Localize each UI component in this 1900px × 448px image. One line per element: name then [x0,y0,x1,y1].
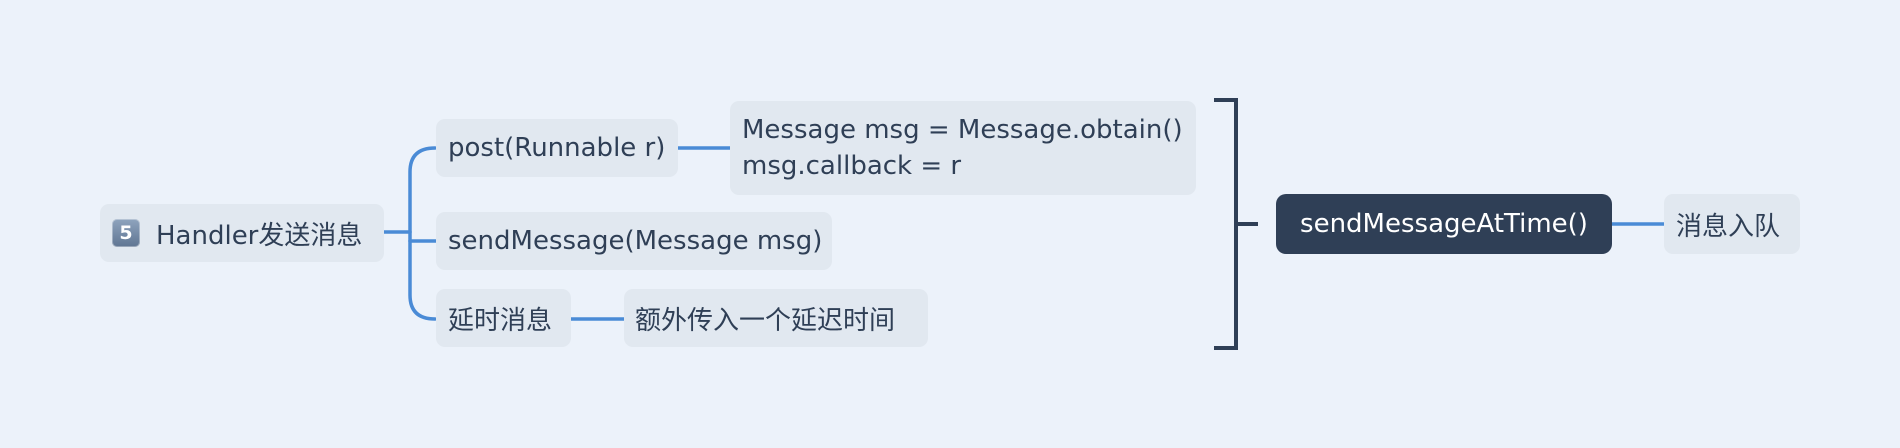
delayed-message-node-label: 延时消息 [448,305,553,336]
delayed-message-node[interactable]: 延时消息 [436,289,571,347]
delay-detail-node[interactable]: 额外传入一个延迟时间 [624,289,928,347]
connector-trunk [408,146,437,321]
post-detail-node[interactable]: Message msg = Message.obtain() msg.callb… [730,101,1196,195]
enqueue-node[interactable]: 消息入队 [1664,194,1800,254]
send-message-node-label: sendMessage(Message msg) [448,226,823,256]
number-5-icon: 5 [112,219,140,247]
delay-detail-node-label: 额外传入一个延迟时间 [635,305,896,336]
root-node[interactable]: 5 Handler发送消息 [100,204,384,262]
post-node-label: post(Runnable r) [448,133,666,163]
send-message-node[interactable]: sendMessage(Message msg) [436,212,832,270]
post-detail-line-2: msg.callback = r [742,151,962,181]
enqueue-node-label: 消息入队 [1676,211,1781,242]
post-node[interactable]: post(Runnable r) [436,119,678,177]
summary-bracket [1214,98,1238,350]
root-node-label: Handler发送消息 [156,220,363,251]
send-message-at-time-label: sendMessageAtTime() [1300,209,1588,239]
send-message-at-time-node[interactable]: sendMessageAtTime() [1276,194,1612,254]
post-detail-line-1: Message msg = Message.obtain() [742,115,1183,145]
